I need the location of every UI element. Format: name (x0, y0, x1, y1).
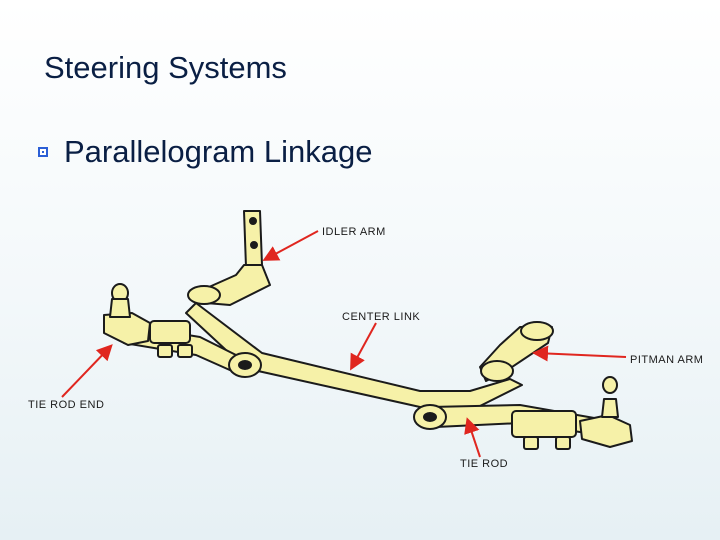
label-idler-arm: IDLER ARM (322, 226, 386, 238)
slide-title: Steering Systems (44, 50, 287, 85)
label-pitman-arm: PITMAN ARM (630, 354, 703, 366)
left-tie-rod-end (103, 312, 151, 346)
bullet-text: Parallelogram Linkage (64, 134, 373, 169)
center-link-arrow (350, 322, 377, 371)
bullet-item: Parallelogram Linkage (38, 134, 372, 170)
square-bullet-icon (38, 147, 48, 157)
label-tie-rod: TIE ROD (460, 458, 508, 470)
label-tie-rod-end: TIE ROD END (28, 399, 104, 411)
label-center-link: CENTER LINK (342, 311, 420, 323)
steering-linkage-diagram: IDLER ARM CENTER LINK PITMAN ARM TIE ROD… (28, 210, 703, 470)
idler-arm-arrow (262, 230, 319, 261)
tie-rod-end-arrow (61, 344, 113, 398)
right-tie-rod-end (579, 414, 633, 448)
pitman-arm-arrow (532, 345, 627, 362)
tie-rod-arrow (464, 417, 481, 458)
